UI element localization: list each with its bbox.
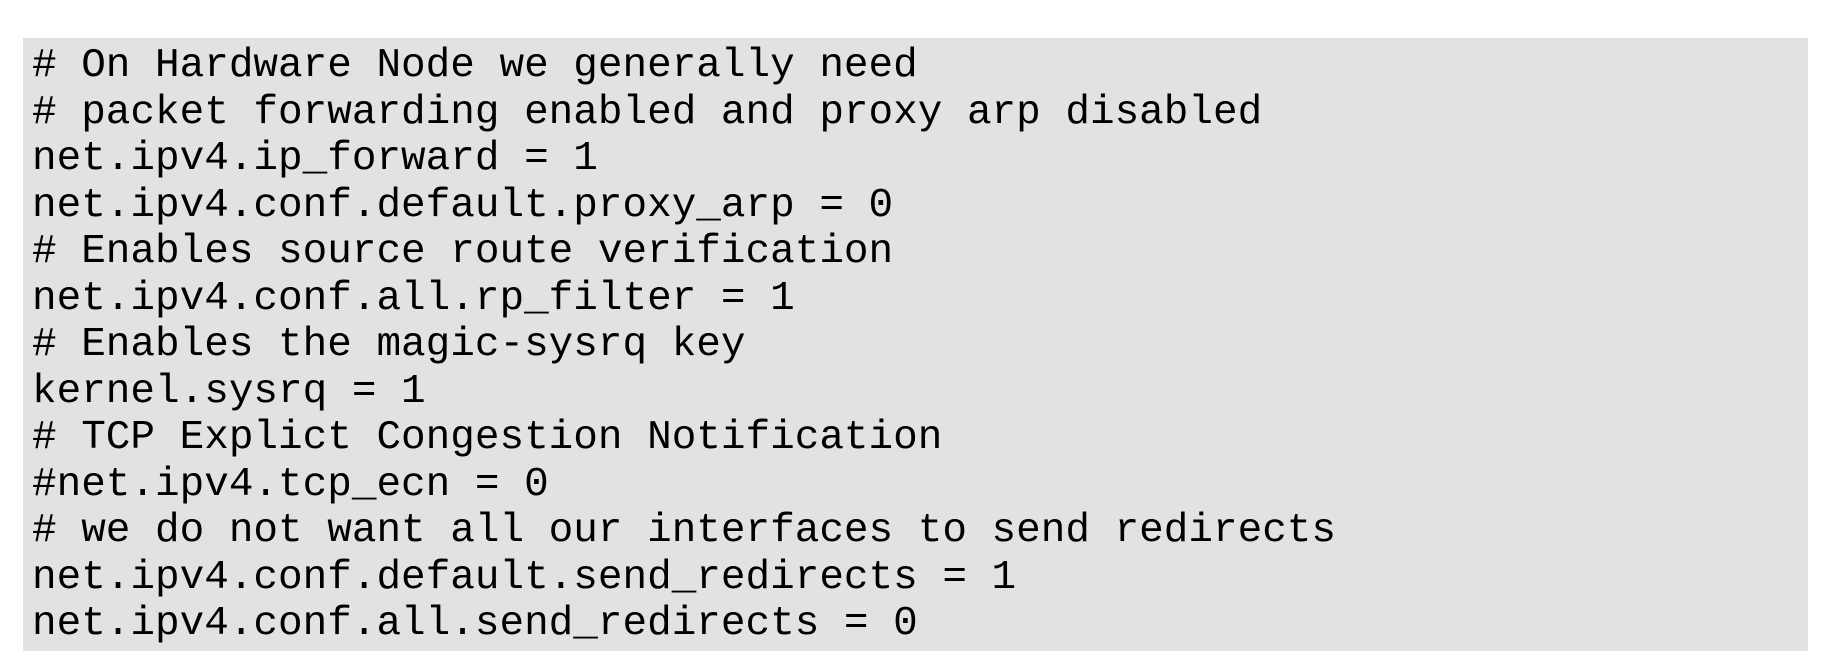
code-line: # packet forwarding enabled and proxy ar…	[32, 89, 1263, 136]
code-line: # TCP Explict Congestion Notification	[32, 415, 943, 461]
code-line: net.ipv4.conf.all.rp_filter = 1	[32, 275, 795, 322]
code-line: # Enables the magic-sysrq key	[32, 322, 746, 368]
code-line: net.ipv4.conf.default.proxy_arp = 0	[32, 182, 894, 229]
code-line: net.ipv4.conf.default.send_redirects = 1	[32, 554, 1017, 601]
code-line: # Enables source route verification	[32, 229, 894, 275]
code-line: net.ipv4.ip_forward = 1	[32, 136, 598, 182]
code-line: # On Hardware Node we generally need	[32, 43, 918, 89]
code-line: net.ipv4.conf.all.send_redirects = 0	[32, 601, 918, 647]
code-line: #net.ipv4.tcp_ecn = 0	[32, 461, 549, 508]
sysctl-config-code-block: # On Hardware Node we generally need# pa…	[23, 38, 1808, 651]
code-line: kernel.sysrq = 1	[32, 368, 426, 415]
code-line: # we do not want all our interfaces to s…	[32, 508, 1337, 554]
